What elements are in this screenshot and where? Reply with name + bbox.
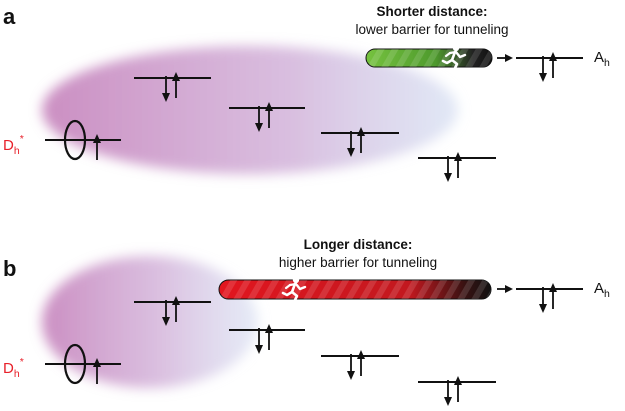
spin-up-arrow (548, 51, 558, 79)
spin-down-arrow (538, 55, 548, 83)
caption-title-a: Shorter distance: (376, 4, 487, 19)
spin-up-arrow (356, 349, 366, 377)
svg-text:Dh*: Dh* (3, 133, 24, 157)
energy-level-a4 (418, 151, 496, 183)
donor-hole-circle-b (63, 343, 87, 385)
donor-sup-b: * (20, 356, 24, 368)
svg-text:Dh*: Dh* (3, 356, 24, 380)
running-person-icon (281, 276, 307, 302)
svg-text:Ah: Ah (594, 49, 610, 69)
tunneling-barrier-short (365, 48, 493, 68)
panel-label-b: b (3, 256, 16, 281)
acceptor-label-b: A (594, 280, 604, 297)
orbital-cloud-b (42, 256, 258, 388)
donor-state-a: Dh* (3, 119, 121, 161)
donor-hole-circle-a (63, 119, 87, 161)
spin-up-arrow (453, 375, 463, 403)
energy-level-a3 (321, 126, 399, 158)
svg-text:Ah: Ah (594, 280, 610, 300)
donor-sub-b: h (14, 368, 20, 380)
energy-level-a1 (134, 71, 211, 103)
donor-label-a: D (3, 137, 14, 154)
donor-sub-a: h (14, 145, 20, 157)
donor-sup-a: * (20, 133, 24, 145)
running-person-icon (441, 44, 467, 70)
energy-level-a2 (229, 101, 305, 133)
energy-level-b1 (134, 295, 211, 327)
spin-up-arrow (264, 323, 274, 351)
spin-up-arrow (453, 151, 463, 179)
acceptor-state-a: Ah (516, 49, 610, 83)
spin-up-arrow (548, 282, 558, 310)
spin-down-arrow (443, 379, 453, 407)
panel-a: a Dh* (3, 4, 610, 183)
energy-level-b2 (229, 323, 305, 355)
caption-title-b: Longer distance: (304, 237, 413, 252)
caption-subtitle-b: higher barrier for tunneling (279, 255, 437, 270)
donor-label-b: D (3, 360, 14, 377)
tunneling-barrier-long (218, 279, 492, 300)
panel-b: b Dh* (3, 237, 610, 407)
spin-down-arrow (443, 155, 453, 183)
acceptor-sub-a: h (604, 57, 610, 69)
acceptor-sub-b: h (604, 288, 610, 300)
spin-down-arrow (538, 286, 548, 314)
donor-state-b: Dh* (3, 343, 121, 385)
panel-label-a: a (3, 4, 16, 29)
energy-level-b3 (321, 349, 399, 381)
acceptor-state-b: Ah (516, 280, 610, 314)
energy-level-b4 (418, 375, 496, 407)
caption-subtitle-a: lower barrier for tunneling (355, 22, 508, 37)
spin-down-arrow (346, 353, 356, 381)
acceptor-label-a: A (594, 49, 604, 66)
